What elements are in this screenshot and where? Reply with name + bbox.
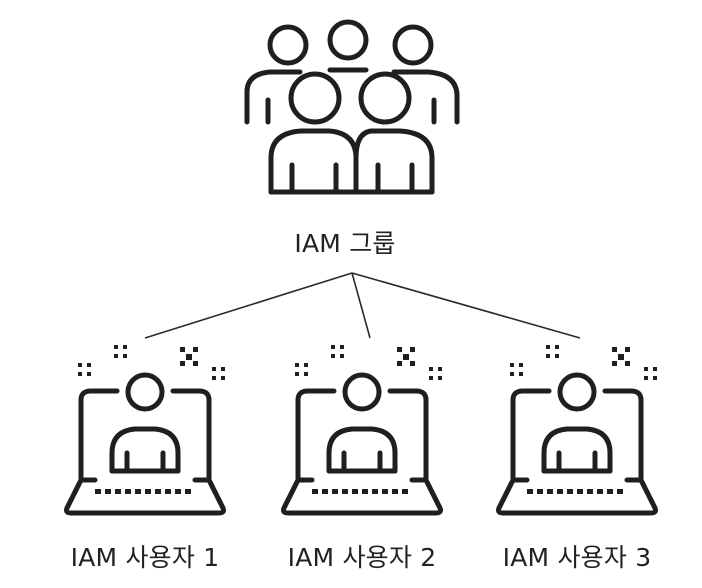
connector-user-3 (351, 272, 581, 339)
user-label-2: IAM 사용자 2 (287, 543, 437, 572)
user-laptop-icon-1 (67, 345, 226, 513)
user-label-1: IAM 사용자 1 (70, 543, 220, 572)
user-laptop-icon-3 (499, 345, 658, 513)
connector-user-1 (144, 272, 353, 339)
user-label-3: IAM 사용자 3 (502, 543, 652, 572)
group-label: IAM 그룹 (294, 229, 396, 258)
user-laptop-icon-2 (284, 345, 443, 513)
people-group-icon (244, 19, 460, 195)
connector-lines (144, 272, 581, 339)
connector-user-2 (351, 272, 371, 339)
